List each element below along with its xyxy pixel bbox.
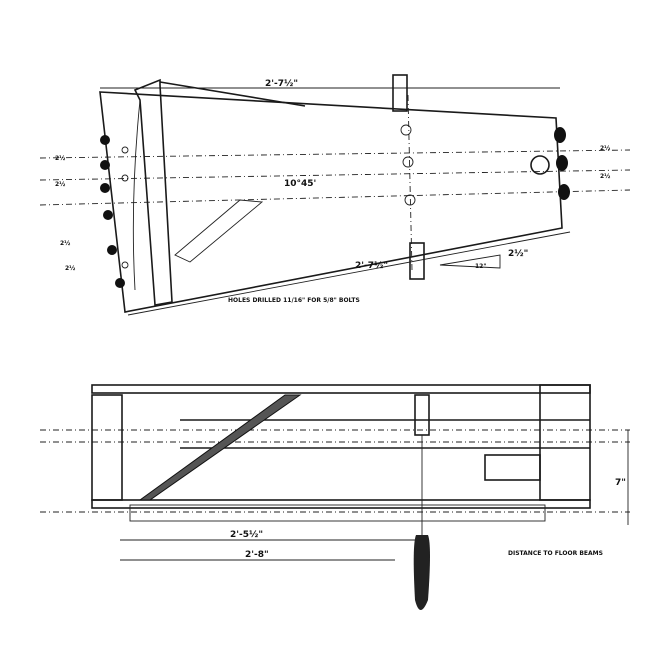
centerline: [39, 149, 631, 159]
centerline-vertical: [407, 94, 413, 271]
angle-label: 10°45': [284, 179, 316, 189]
dimension-2-half: 2½": [508, 248, 528, 259]
floor-beams-note: DISTANCE TO FLOOR BEAMS: [508, 550, 603, 557]
dimension-top: 2'-7½": [265, 78, 298, 89]
dimension-2-8: 2'-8": [245, 550, 269, 560]
center-bolts: [392, 74, 425, 280]
top-view: 2'-7½" 10°45' 2'-7½" HOLES DRILLED 11/16…: [39, 74, 631, 316]
right-bracket: [539, 384, 591, 501]
left-dim: 2½: [65, 265, 75, 272]
arc-guide: [132, 99, 141, 291]
bolt-holes-left: [100, 135, 129, 288]
lever-arm: [133, 78, 173, 306]
dimension-12: 12": [475, 263, 486, 270]
dimension-2-5-half: 2'-5½": [230, 529, 263, 540]
left-dim: 2½: [55, 181, 65, 188]
centerline: [39, 169, 631, 181]
taper-detail: [439, 254, 501, 269]
slot: [174, 199, 264, 263]
bottom-plate: [91, 499, 591, 509]
right-dim: 2½: [600, 145, 610, 152]
cylinder: [484, 454, 541, 481]
dimension-line-bottom: [127, 231, 571, 316]
diagonal-brace: [138, 394, 302, 501]
left-bracket: [91, 394, 123, 501]
left-dim: 2½: [55, 155, 65, 162]
dimension-7: 7": [615, 478, 626, 488]
left-dim: 2½: [60, 240, 70, 247]
floor-beam: [129, 504, 546, 522]
side-view: 2'-5½" 2'-8" DISTANCE TO FLOOR BEAMS 7": [40, 384, 630, 610]
right-dim: 2½: [600, 173, 610, 180]
center-post: [414, 394, 430, 436]
top-plate: [91, 384, 591, 394]
lever-rod: [159, 81, 306, 107]
holes-note: HOLES DRILLED 11/16" FOR 5/8" BOLTS: [228, 297, 360, 304]
bolt-holes-right: [530, 127, 570, 200]
dimension-bottom: 2'-7½": [355, 260, 388, 271]
centerline: [39, 189, 631, 206]
plate-outline: [99, 91, 563, 313]
handle-icon: [413, 535, 430, 610]
